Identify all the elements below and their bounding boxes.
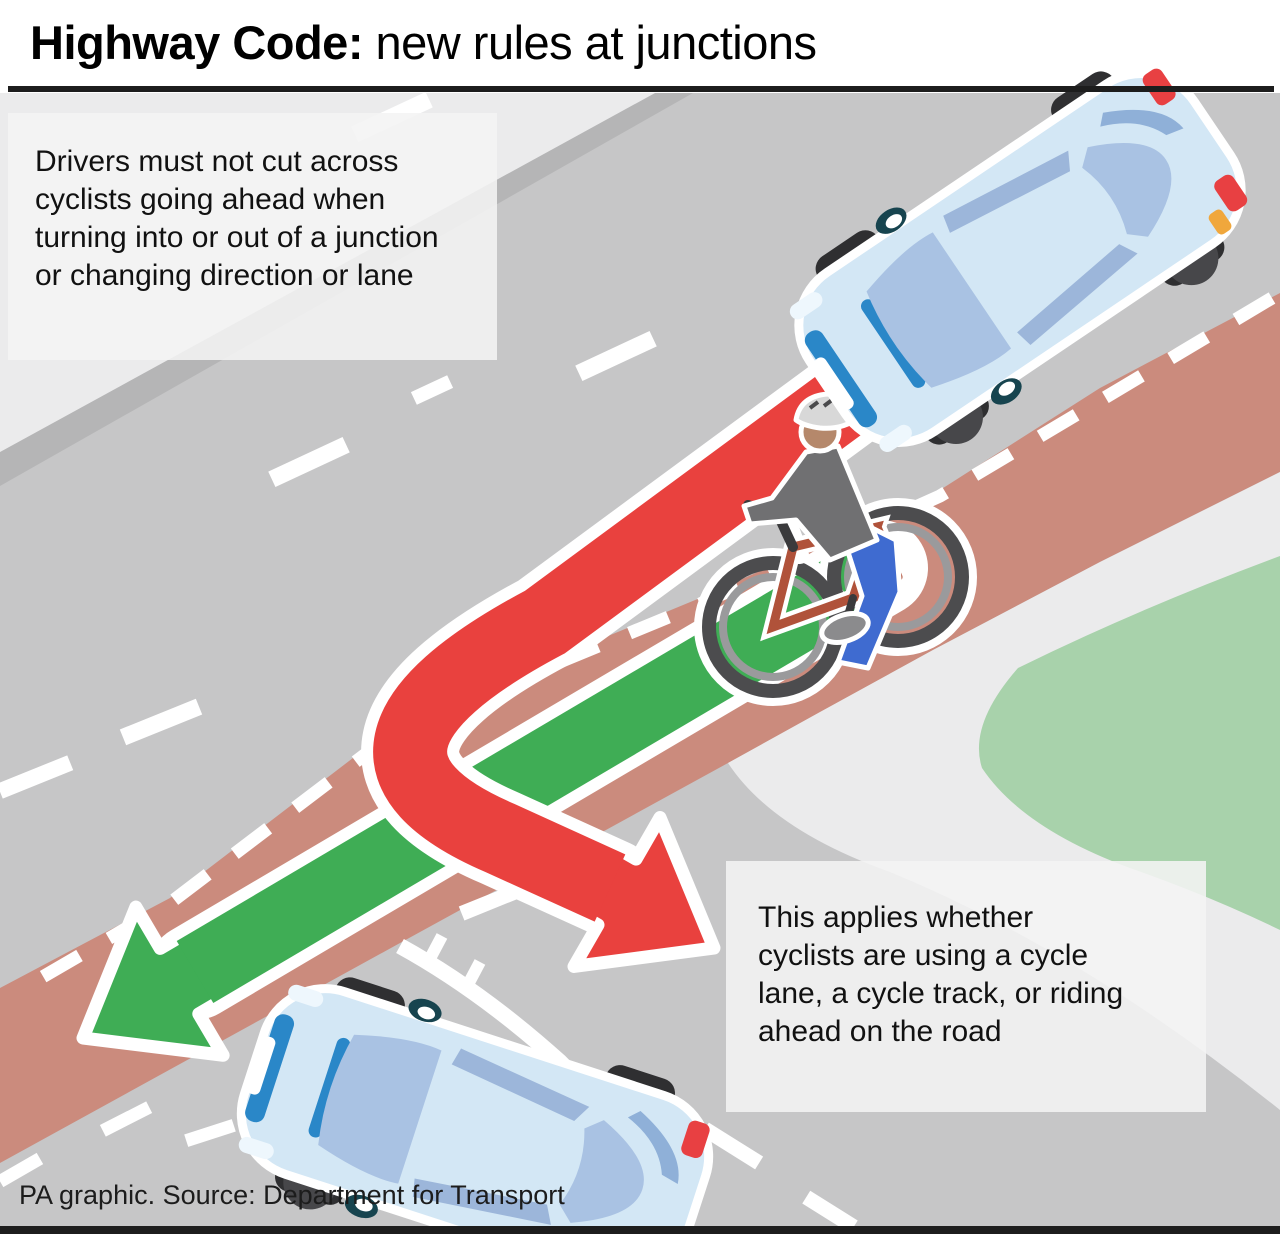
give-way-dash <box>700 1122 764 1170</box>
grass-verge <box>978 556 1280 930</box>
callout-line: Drivers must not cut across <box>35 145 399 178</box>
bottom-margin <box>0 1234 1280 1242</box>
callout-line: ahead on the road <box>758 1015 1002 1048</box>
rider <box>741 391 903 671</box>
callout-applies-rule: This applies whether cyclists are using … <box>726 861 1206 1112</box>
lane-dash <box>410 375 454 405</box>
red-arrow-shaft <box>373 292 974 922</box>
title-rule <box>8 86 1274 92</box>
lane-dash <box>575 330 657 382</box>
bike-wheel-outline <box>819 498 977 656</box>
bike-tyre <box>827 506 969 648</box>
cyclist <box>694 391 977 706</box>
callout-drivers-rule: Drivers must not cut across cyclists goi… <box>8 113 497 360</box>
page-title-regular: new rules at junctions <box>362 16 817 69</box>
give-way-dash <box>458 959 486 995</box>
give-way-dash <box>802 1190 858 1234</box>
lane-dash <box>184 1119 236 1147</box>
lane-dash <box>0 1152 44 1188</box>
callout-line: turning into or out of a junction <box>35 221 439 254</box>
lane-dash <box>119 698 203 746</box>
lane-dash <box>99 1101 153 1137</box>
give-way-dash <box>420 933 448 969</box>
callout-line: This applies whether <box>758 901 1034 934</box>
callout-line: cyclists are using a cycle <box>758 939 1089 972</box>
callout-line: or changing direction or lane <box>35 259 414 292</box>
page-title: Highway Code: new rules at junctions <box>30 14 817 72</box>
lane-dash <box>0 755 74 799</box>
source-credit: PA graphic. Source: Department for Trans… <box>19 1180 565 1210</box>
bottom-rule <box>0 1226 1280 1234</box>
bike-rim <box>844 523 952 631</box>
callout-line: cyclists going ahead when <box>35 183 386 216</box>
car-path-arrow <box>361 273 1001 973</box>
rider-shoe <box>819 611 871 645</box>
page-title-bold: Highway Code: <box>30 16 363 69</box>
lane-dash <box>268 436 350 488</box>
callout-line: lane, a cycle track, or riding <box>758 977 1124 1010</box>
